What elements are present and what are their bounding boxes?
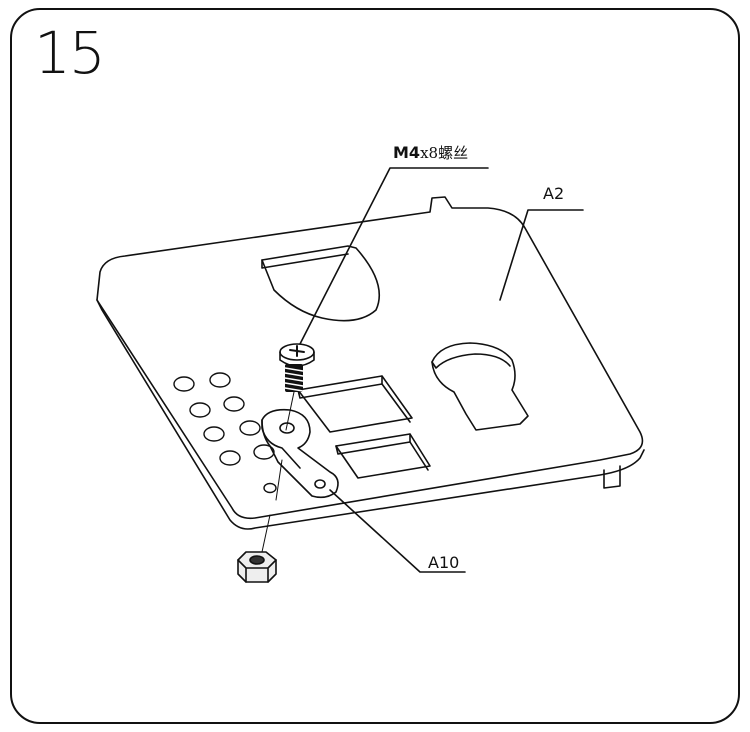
label-screw-rest: x8螺丝 (420, 144, 469, 162)
step-number: 15 (34, 19, 106, 87)
label-a2: A2 (543, 184, 565, 203)
plate-a2 (96, 196, 645, 530)
label-a10: A10 (428, 553, 460, 572)
cutout-square-large (297, 375, 413, 433)
label-screw-size: M4 (393, 143, 421, 162)
step-frame (10, 8, 740, 724)
label-screw: M4x8螺丝 (393, 142, 468, 163)
part-a10 (261, 408, 466, 573)
hole-grid (173, 372, 277, 494)
cutout-top (261, 245, 380, 322)
cutout-rect-small (335, 433, 431, 479)
cutout-keyhole (431, 342, 529, 431)
screw-m4 (261, 167, 489, 553)
nut (237, 551, 277, 583)
